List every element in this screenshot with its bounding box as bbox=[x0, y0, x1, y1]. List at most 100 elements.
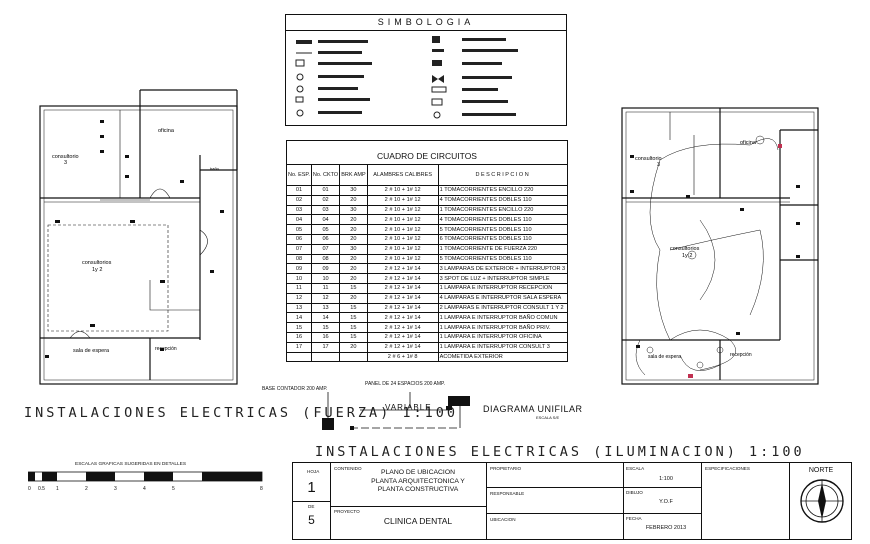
table-cell: 07 bbox=[286, 243, 312, 255]
circuit-table: No. ESP. No. CKTO BRK AMP ALAMBRES CALIB… bbox=[286, 164, 569, 363]
table-cell: 20 bbox=[339, 253, 368, 265]
simbologia-symbols bbox=[295, 36, 518, 119]
table-cell: 05 bbox=[286, 224, 312, 235]
table-cell: 4 TOMACORRIENTES DOBLES 110 bbox=[437, 194, 569, 206]
table-cell: 15 bbox=[339, 331, 368, 343]
table-cell: 2 # 12 + 1# 14 bbox=[366, 282, 439, 294]
table-cell: 1 LAMPARA E INTERRUPTOR CONSULT 3 bbox=[437, 341, 569, 353]
table-cell: 15 bbox=[339, 282, 368, 294]
table-cell: 2 # 10 + 1# 12 bbox=[366, 243, 439, 255]
table-cell: 2 # 12 + 1# 14 bbox=[366, 292, 439, 304]
header-brk: BRK AMP bbox=[339, 164, 368, 186]
scale-tick: 5 bbox=[172, 486, 175, 492]
header-descripcion: DESCRIPCION bbox=[437, 164, 569, 186]
table-cell: 1 TOMACORRIENTES ENCILLO 220 bbox=[437, 185, 569, 196]
table-cell: 20 bbox=[339, 273, 368, 284]
hoja-value: 1 bbox=[307, 479, 316, 496]
room-label-consultorio-3-right: consultorio bbox=[635, 156, 662, 162]
table-cell: 01 bbox=[286, 185, 312, 196]
table-cell: 12 bbox=[286, 292, 312, 304]
scale-tick: 2 bbox=[85, 486, 88, 492]
table-cell: 13 bbox=[286, 302, 312, 314]
table-cell: 08 bbox=[310, 253, 341, 265]
table-cell: 30 bbox=[339, 243, 368, 255]
de-value: 5 bbox=[308, 513, 315, 527]
room-label-sala-espera-right: sala de espera bbox=[648, 354, 681, 360]
header-esp: No. ESP. bbox=[286, 164, 312, 186]
table-cell: 5 TOMACORRIENTES DOBLES 110 bbox=[437, 224, 569, 235]
scale-bar bbox=[28, 471, 263, 482]
table-cell: 02 bbox=[286, 194, 312, 206]
scale-tick: 3 bbox=[114, 486, 117, 492]
single-line-diagram bbox=[322, 392, 470, 430]
svg-text:1y 2: 1y 2 bbox=[682, 253, 692, 259]
table-cell: 2 # 10 + 1# 12 bbox=[366, 204, 439, 216]
table-cell: 01 bbox=[310, 185, 341, 196]
table-cell: 20 bbox=[339, 292, 368, 304]
scale-tick: 8 bbox=[260, 486, 263, 492]
table-cell: 10 bbox=[286, 273, 312, 284]
room-label-recepcion-right: recepción bbox=[730, 352, 752, 358]
table-cell: ACOMETIDA EXTERIOR bbox=[437, 351, 569, 363]
table-cell: 16 bbox=[286, 331, 312, 343]
table-cell: 2 # 12 + 1# 14 bbox=[366, 273, 439, 284]
circuit-table-title: CUADRO DE CIRCUITOS bbox=[286, 140, 568, 164]
table-cell: 15 bbox=[286, 322, 312, 333]
table-cell: 07 bbox=[310, 243, 341, 255]
table-cell: 02 bbox=[310, 194, 341, 206]
svg-text:3: 3 bbox=[64, 160, 67, 166]
table-cell: 4 LAMPARAS E INTERRUPTOR SALA ESPERA bbox=[437, 292, 569, 304]
table-cell: 14 bbox=[310, 312, 341, 324]
diagram-title: DIAGRAMA UNIFILAR bbox=[483, 404, 583, 414]
table-cell: 05 bbox=[310, 224, 341, 235]
table-cell: 16 bbox=[310, 331, 341, 343]
table-cell: 09 bbox=[310, 263, 341, 275]
contenido-line: PLANTA CONSTRUCTIVA bbox=[377, 486, 459, 494]
plan-iluminacion-title: INSTALACIONES ELECTRICAS (ILUMINACION) 1… bbox=[315, 444, 805, 460]
contenido-line: PLANTA ARQUITECTONICA Y bbox=[371, 477, 465, 485]
room-label-sala-espera: sala de espera bbox=[73, 348, 110, 354]
header-alambres: ALAMBRES CALIBRES bbox=[366, 164, 439, 186]
table-cell: 3 LAMPARAS DE EXTERIOR + INTERRUPTOR 3 bbox=[437, 263, 569, 275]
escala-label: ESCALA bbox=[626, 466, 645, 471]
table-cell: 12 bbox=[310, 292, 341, 304]
table-cell: 11 bbox=[310, 282, 341, 294]
contenido-line: PLANO DE UBICACION bbox=[380, 469, 456, 476]
de-label: DE bbox=[308, 504, 315, 509]
table-cell: 1 TOMACORRIENTES ENCILLO 220 bbox=[437, 204, 569, 216]
table-cell: 30 bbox=[339, 185, 368, 196]
proyecto-value: CLINICA DENTAL bbox=[383, 516, 453, 526]
table-cell: 10 bbox=[310, 273, 341, 284]
floor-plan-iluminacion: oficina consultorio 3 consultorios 1y 2 … bbox=[621, 107, 819, 385]
table-cell: 15 bbox=[339, 322, 368, 333]
diagram-scale: ESCALA S/E bbox=[536, 415, 560, 420]
table-cell: 20 bbox=[339, 233, 368, 245]
simbologia-panel: SIMBOLOGIA bbox=[285, 14, 567, 126]
table-cell: 20 bbox=[339, 341, 368, 353]
scale-tick: 0.5 bbox=[38, 486, 45, 492]
table-cell: 2 # 10 + 1# 12 bbox=[366, 214, 439, 226]
table-cell: 03 bbox=[286, 204, 312, 216]
variable-label: VARIABLE bbox=[385, 403, 432, 412]
scale-bar-title: ESCALAS GRAFICAS SUGERIDAS EN DETALLES bbox=[75, 462, 187, 467]
table-cell: 2 # 10 + 1# 12 bbox=[366, 185, 439, 196]
especificaciones-label: ESPECIFICACIONES bbox=[705, 466, 750, 471]
dibujo-label: DIBUJO bbox=[626, 490, 643, 495]
table-cell: 08 bbox=[286, 253, 312, 265]
circuit-table-panel: CUADRO DE CIRCUITOS No. ESP. No. CKTO BR… bbox=[286, 140, 569, 363]
room-label-oficina-right: oficina bbox=[740, 140, 757, 146]
room-label-consultorios: consultorios bbox=[82, 260, 112, 266]
escala-value: 1:100 bbox=[659, 476, 673, 482]
table-cell: 6 TOMACORRIENTES DOBLES 110 bbox=[437, 233, 569, 245]
